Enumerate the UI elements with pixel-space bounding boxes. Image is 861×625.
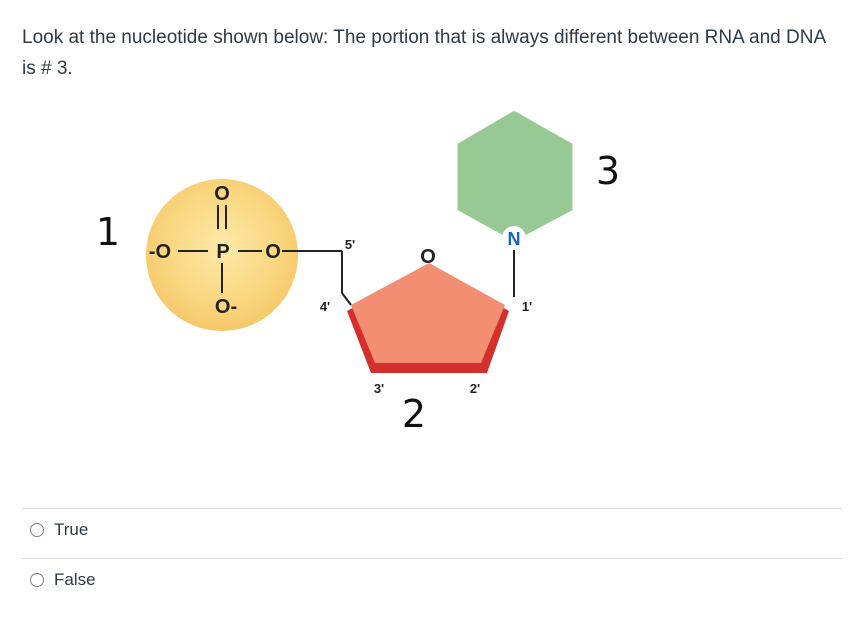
part-label-3: 3 <box>596 149 620 193</box>
answer-label-true: True <box>54 520 89 539</box>
nucleotide-svg: O P -O O O- O 5' 4' 3' 2' 1' N 1 2 3 <box>96 107 620 436</box>
answer-option-false[interactable]: False <box>30 567 96 593</box>
nucleotide-diagram: O P -O O O- O 5' 4' 3' 2' 1' N 1 2 3 <box>90 105 650 445</box>
phosphate-bonds <box>178 205 343 293</box>
sugar-c1-label: 1' <box>522 299 532 314</box>
base-n-circle <box>502 226 526 250</box>
phosphate-top-o: O <box>214 183 230 205</box>
question-text: Look at the nucleotide shown below: The … <box>22 27 826 79</box>
phosphate-p: P <box>216 241 229 263</box>
radio-true[interactable] <box>30 523 44 537</box>
sugar-c5-label: 5' <box>345 237 355 252</box>
answer-divider <box>22 508 842 509</box>
phosphate-right-o: O <box>265 241 281 263</box>
sugar-c4-label: 4' <box>320 299 330 314</box>
answer-divider <box>22 558 842 559</box>
answer-option-true[interactable]: True <box>30 517 88 543</box>
sugar-ring <box>351 263 505 363</box>
sugar-c2-label: 2' <box>470 381 480 396</box>
base-ring <box>454 107 576 245</box>
part-label-2: 2 <box>402 392 426 436</box>
phosphate-left-o: -O <box>149 241 171 263</box>
sugar-c3-label: 3' <box>374 381 384 396</box>
sugar-c5-bond <box>341 292 352 306</box>
base-n: N <box>508 229 521 249</box>
sugar-ring-o: O <box>420 246 436 268</box>
phosphate-bottom-o: O- <box>215 296 237 318</box>
answer-label-false: False <box>54 570 96 589</box>
radio-false[interactable] <box>30 573 44 587</box>
part-label-1: 1 <box>96 210 120 254</box>
phosphate-circle <box>146 179 298 331</box>
